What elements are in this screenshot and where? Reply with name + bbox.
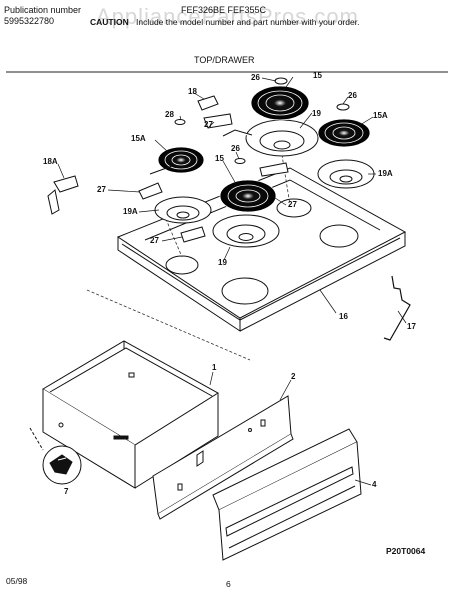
publication-label: Publication number: [4, 5, 82, 15]
wire-clip: [384, 276, 410, 340]
model-numbers: FEF326BE FEF355C: [181, 5, 267, 15]
watermark: AppliancePartsPros.com: [96, 4, 359, 29]
callout-19: 19: [218, 258, 227, 267]
drawer-roller-detail: [30, 428, 81, 484]
callout-16: 16: [339, 312, 348, 321]
callout-26: 26: [251, 73, 260, 82]
page-number: 6: [226, 579, 231, 589]
caution-label: CAUTION: [90, 17, 129, 27]
callout-15A: 15A: [373, 111, 388, 120]
footer-date: 05/98: [6, 576, 28, 586]
callout-19A: 19A: [378, 169, 393, 178]
callout-4: 4: [372, 480, 377, 489]
callout-27: 27: [204, 120, 213, 129]
section-title: TOP/DRAWER: [194, 55, 255, 65]
callout-18: 18: [188, 87, 197, 96]
drawer-box: [43, 341, 218, 488]
caution-text: Include the model number and part number…: [136, 17, 360, 27]
callout-26: 26: [231, 144, 240, 153]
callout-19: 19: [312, 109, 321, 118]
diagram-code: P20T0064: [386, 546, 426, 556]
surface-unit-coils: [158, 86, 370, 212]
callout-19A: 19A: [123, 207, 138, 216]
callout-17: 17: [407, 322, 416, 331]
drawer-handle-panel: [213, 429, 361, 560]
drawer-front-panel: [153, 396, 293, 519]
callout-15: 15: [215, 154, 224, 163]
callout-1: 1: [212, 363, 217, 372]
drip-bowls: [155, 120, 374, 247]
callout-7: 7: [64, 487, 69, 496]
callout-2: 2: [291, 372, 296, 381]
callout-15A: 15A: [131, 134, 146, 143]
callout-26: 26: [348, 91, 357, 100]
callout-27: 27: [288, 200, 297, 209]
callout-18A: 18A: [43, 157, 58, 166]
publication-number: 5995322780: [4, 16, 55, 26]
receptacles: [48, 96, 288, 242]
callout-15: 15: [313, 71, 322, 80]
callout-27: 27: [97, 185, 106, 194]
callout-27: 27: [150, 236, 159, 245]
callout-28: 28: [165, 110, 174, 119]
